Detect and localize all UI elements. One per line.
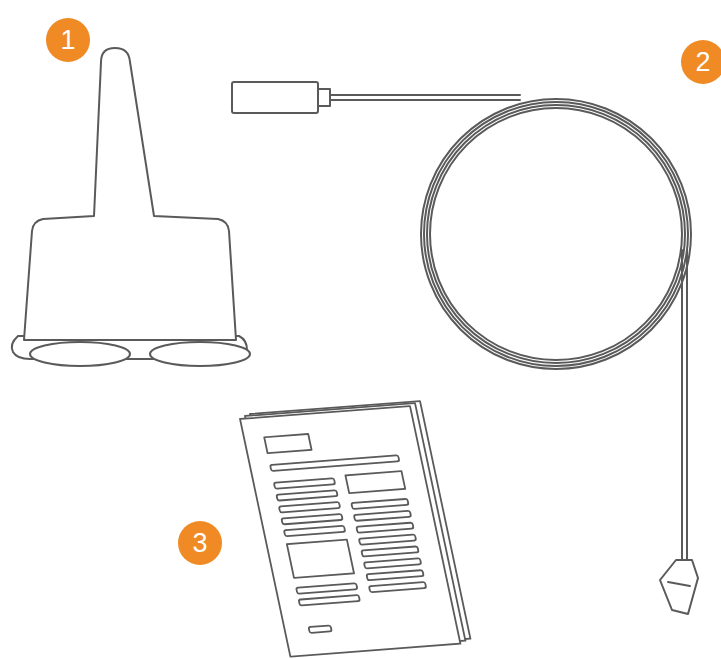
manual-heading-box [264, 434, 311, 453]
magnet-foot [30, 342, 130, 366]
callout-number: 3 [178, 521, 222, 565]
manual-line [361, 546, 418, 556]
manual-line [356, 523, 413, 533]
cable-wire [682, 250, 687, 560]
manual-figure [287, 540, 354, 578]
cable-coil [421, 99, 691, 369]
manual-line [284, 526, 345, 537]
plug-edge [668, 582, 690, 586]
magnet-foot [150, 342, 250, 366]
antenna-body [24, 48, 236, 340]
manual-line [354, 511, 411, 521]
callout-number: 1 [46, 18, 90, 62]
cable [232, 82, 698, 614]
manual-line [369, 582, 426, 592]
manual-line [351, 499, 408, 509]
cable-coil [430, 108, 682, 360]
manual-line [276, 490, 337, 501]
manual-line [299, 595, 360, 606]
manual-line [296, 583, 357, 594]
cable-wire [330, 95, 520, 100]
connector-neck [318, 89, 330, 106]
cable-coil [424, 102, 688, 366]
manual-line [366, 570, 423, 580]
manual-line [270, 455, 399, 471]
manual-line [309, 625, 332, 633]
cable-plug [660, 560, 698, 614]
manual-line [281, 514, 342, 525]
manual [240, 401, 470, 657]
manual-line [274, 478, 335, 489]
antenna [12, 48, 250, 366]
manual-line [279, 502, 340, 513]
manual-heading-box [345, 471, 405, 493]
manual-line [359, 534, 416, 544]
manual-line [364, 558, 421, 568]
callout-number: 2 [681, 40, 721, 84]
cable-coil [427, 105, 685, 363]
cable-connector [232, 82, 318, 113]
manual-page [240, 406, 460, 657]
